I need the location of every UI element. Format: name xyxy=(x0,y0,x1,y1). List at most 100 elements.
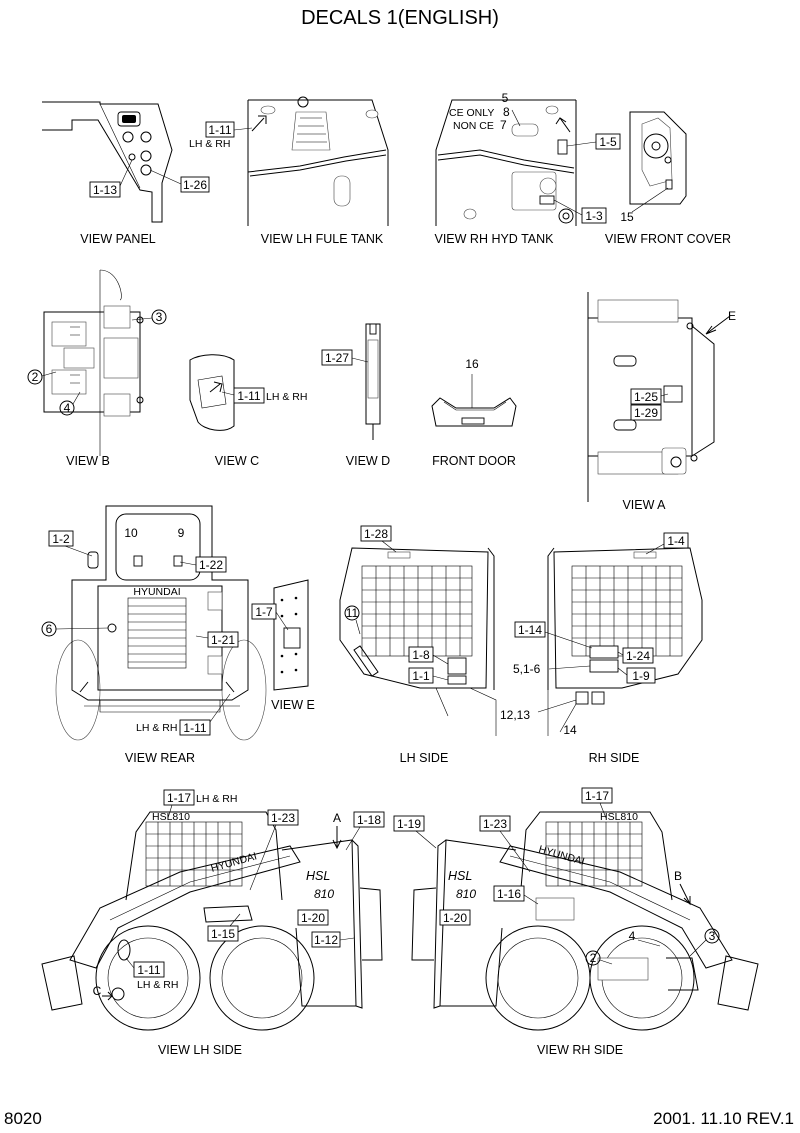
caption-view-rear: VIEW REAR xyxy=(125,751,195,765)
lh-side-window-grid xyxy=(361,565,473,657)
label-12-13: 12,13 xyxy=(500,708,530,722)
label-1-2: 1-2 xyxy=(52,532,70,546)
caption-view-b: VIEW B xyxy=(66,454,110,468)
label-1-20: 1-20 xyxy=(301,911,325,925)
label-1-27: 1-27 xyxy=(325,351,349,365)
lh-side: 1-28 11 1-8 1-1 LH SIDE xyxy=(339,525,497,765)
view-rh-full: HSL810 HYUNDAI HSL 810 1-19 1-23 1-17 1-… xyxy=(393,787,759,1057)
marker-b: B xyxy=(674,869,682,883)
note-lh-rh-c: LH & RH xyxy=(266,391,307,403)
label-1-16: 1-16 xyxy=(497,887,521,901)
caption-view-rh-hyd-tank: VIEW RH HYD TANK xyxy=(435,232,555,246)
label-15: 15 xyxy=(620,210,634,224)
lh-boom-arm xyxy=(69,845,301,969)
label-2-rh: 2 xyxy=(590,951,597,965)
label-1-1: 1-1 xyxy=(412,669,430,683)
label-1-22: 1-22 xyxy=(199,558,223,572)
rh-boom-arm xyxy=(499,845,733,969)
front-door: 16 FRONT DOOR xyxy=(431,357,517,468)
rh-model: HSL xyxy=(448,869,472,883)
label-1-18: 1-18 xyxy=(357,813,381,827)
caption-view-c: VIEW C xyxy=(215,454,259,468)
label-5: 5 xyxy=(502,91,509,105)
rh-side: 1-4 1-14 1-24 5,1-6 1-9 12,13 14 RH SIDE xyxy=(500,532,703,765)
caption-front-door: FRONT DOOR xyxy=(432,454,516,468)
view-lh-full: HSL810 HYUNDAI HSL 810 1-17 LH & RH 1-23… xyxy=(41,789,385,1057)
label-10: 10 xyxy=(124,526,138,540)
view-d: 1-27 VIEW D xyxy=(321,323,390,468)
page-number: 8020 xyxy=(4,1109,42,1128)
caption-view-e: VIEW E xyxy=(271,698,315,712)
marker-e: E xyxy=(728,309,736,323)
note-lh-rh-top: LH & RH xyxy=(196,793,237,805)
label-1-28: 1-28 xyxy=(364,527,388,541)
rh-model-no: 810 xyxy=(456,887,476,901)
label-11: 11 xyxy=(346,606,359,620)
label-1-23-rh: 1-23 xyxy=(483,817,507,831)
label-1-13: 1-13 xyxy=(93,183,117,197)
note-non-ce: NON CE xyxy=(453,120,494,132)
sheet-title: DECALS 1(ENGLISH) xyxy=(301,7,499,29)
label-1-11-c: 1-11 xyxy=(237,389,260,403)
label-1-9: 1-9 xyxy=(632,669,650,683)
label-1-26: 1-26 xyxy=(183,178,207,192)
lh-model-no: 810 xyxy=(314,887,334,901)
label-4: 4 xyxy=(64,401,71,415)
label-1-4: 1-4 xyxy=(667,534,685,548)
label-1-12: 1-12 xyxy=(314,933,338,947)
caption-view-rh-full: VIEW RH SIDE xyxy=(537,1043,623,1057)
label-3-rh: 3 xyxy=(709,929,716,943)
label-5-1-6: 5,1-6 xyxy=(513,662,541,676)
rh-cab-plate: HSL810 xyxy=(600,811,638,823)
label-14: 14 xyxy=(563,723,577,737)
note-lh-rh-bottom: LH & RH xyxy=(137,979,178,991)
caption-view-a: VIEW A xyxy=(622,498,666,512)
label-1-23: 1-23 xyxy=(271,811,295,825)
view-c: 1-11 LH & RH VIEW C xyxy=(189,354,307,468)
caption-view-lh-fuel-tank: VIEW LH FULE TANK xyxy=(261,232,384,246)
caption-view-lh-full: VIEW LH SIDE xyxy=(158,1043,242,1057)
note-lh-rh: LH & RH xyxy=(189,138,230,150)
label-7: 7 xyxy=(500,118,507,132)
label-6: 6 xyxy=(46,622,53,636)
view-rear: HYUNDAI 1-2 10 9 1-22 6 1-21 LH & RH 1-1… xyxy=(41,505,267,765)
label-1-5: 1-5 xyxy=(599,135,617,149)
label-4-rh: 4 xyxy=(629,929,636,943)
label-1-11-rear: 1-11 xyxy=(183,721,206,735)
date-revision: 2001. 11.10 REV.1 xyxy=(653,1109,794,1128)
marker-a: A xyxy=(333,811,341,825)
view-panel: 1-13 1-26 VIEW PANEL xyxy=(42,101,210,246)
view-front-cover: 15 VIEW FRONT COVER xyxy=(605,111,731,246)
label-1-14: 1-14 xyxy=(518,623,542,637)
caption-rh-side: RH SIDE xyxy=(589,751,640,765)
label-1-15: 1-15 xyxy=(211,927,235,941)
label-1-20-rh: 1-20 xyxy=(443,911,467,925)
label-1-19: 1-19 xyxy=(397,817,421,831)
marker-c: C xyxy=(93,984,102,998)
label-16: 16 xyxy=(465,357,479,371)
caption-view-panel: VIEW PANEL xyxy=(80,232,156,246)
label-8: 8 xyxy=(503,105,510,119)
note-ce-only: CE ONLY xyxy=(449,107,494,119)
label-1-7: 1-7 xyxy=(255,605,273,619)
view-rh-hyd-tank: 5 CE ONLY 8 NON CE 7 1-5 1-3 VIEW RH HYD… xyxy=(435,91,621,246)
caption-lh-side: LH SIDE xyxy=(400,751,449,765)
rear-brand: HYUNDAI xyxy=(133,586,180,598)
label-1-25: 1-25 xyxy=(634,390,658,404)
label-1-29: 1-29 xyxy=(634,406,658,420)
view-e: 1-7 VIEW E xyxy=(251,579,315,712)
view-a: 1-25 1-29 E VIEW A xyxy=(587,292,736,512)
label-1-17: 1-17 xyxy=(167,791,191,805)
caption-view-front-cover: VIEW FRONT COVER xyxy=(605,232,731,246)
lh-boom-brand: HYUNDAI xyxy=(210,850,259,875)
label-3: 3 xyxy=(156,310,163,324)
note-lh-rh-rear: LH & RH xyxy=(136,722,177,734)
caption-view-d: VIEW D xyxy=(346,454,390,468)
label-1-11-lh: 1-11 xyxy=(137,963,160,977)
label-1-24: 1-24 xyxy=(626,649,650,663)
label-9: 9 xyxy=(178,526,185,540)
lh-model: HSL xyxy=(306,869,330,883)
label-1-21: 1-21 xyxy=(211,633,235,647)
label-2: 2 xyxy=(32,370,39,384)
rh-boom-brand: HYUNDAI xyxy=(537,843,586,868)
